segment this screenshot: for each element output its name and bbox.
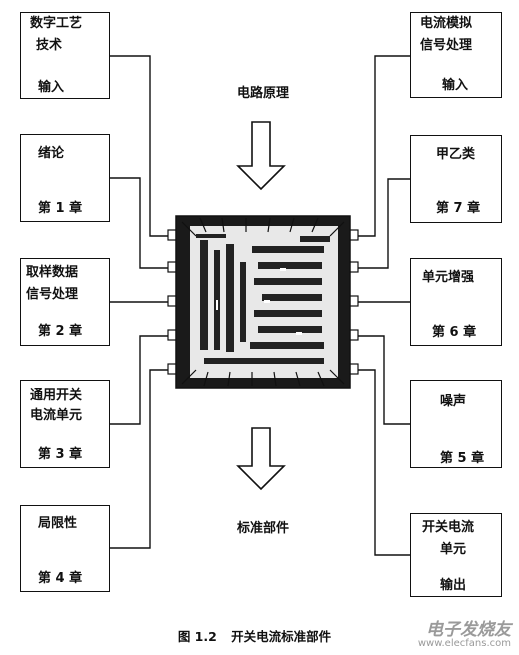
top-center-label: 电路原理 xyxy=(236,86,290,101)
left-box-2-line3: 第 1 章 xyxy=(38,201,83,216)
left-box-1-line1: 数字工艺 xyxy=(30,16,83,31)
box-si-cell-output xyxy=(410,513,502,597)
chip-icon xyxy=(167,215,359,389)
left-box-2-line1: 绪论 xyxy=(38,146,65,161)
box-sampled-data xyxy=(20,258,110,346)
right-box-5-line2: 单元 xyxy=(440,542,467,557)
box-limitations xyxy=(20,505,110,592)
box-cell-enhancement xyxy=(410,258,502,346)
right-box-1-line3: 输入 xyxy=(442,78,469,93)
bottom-center-label: 标准部件 xyxy=(236,521,290,536)
left-box-5-line3: 第 4 章 xyxy=(38,571,83,586)
left-box-4-line1: 通用开关 xyxy=(30,388,83,403)
left-box-1-line3: 输入 xyxy=(38,80,65,95)
left-box-4-line2: 电流单元 xyxy=(30,408,83,423)
watermark-text: 电子发烧友 xyxy=(426,620,511,640)
watermark: 电子发烧友 www.elecfans.com xyxy=(418,615,511,649)
caption-title: 开关电流标准部件 xyxy=(231,629,332,644)
right-box-2-line1: 甲乙类 xyxy=(436,147,476,162)
right-box-3-line1: 单元增强 xyxy=(422,270,475,285)
arrow-bottom-icon xyxy=(236,427,286,491)
left-box-5-line1: 局限性 xyxy=(38,516,78,531)
box-noise xyxy=(410,380,502,468)
right-box-1-line2: 信号处理 xyxy=(420,38,473,53)
left-box-3-line3: 第 2 章 xyxy=(38,324,83,339)
right-box-3-line3: 第 6 章 xyxy=(432,325,477,340)
right-box-5-line1: 开关电流 xyxy=(422,520,475,535)
left-box-3-line1: 取样数据 xyxy=(26,265,79,280)
box-introduction xyxy=(20,134,110,222)
right-box-4-line3: 第 5 章 xyxy=(440,451,485,466)
right-box-2-line3: 第 7 章 xyxy=(436,201,481,216)
box-general-si-cell xyxy=(20,380,110,468)
caption-number: 图 1.2 xyxy=(177,629,217,644)
box-digital-process-input xyxy=(20,12,110,99)
left-box-3-line2: 信号处理 xyxy=(26,287,79,302)
watermark-url: www.elecfans.com xyxy=(417,638,511,649)
box-class-ab xyxy=(410,135,502,223)
left-box-4-line3: 第 3 章 xyxy=(38,447,83,462)
box-current-analog-input xyxy=(410,12,502,98)
right-box-1-line1: 电流模拟 xyxy=(420,16,473,31)
figure-caption: 图 1.2 开关电流标准部件 xyxy=(0,626,519,645)
arrow-top-icon xyxy=(236,121,286,191)
right-box-4-line1: 噪声 xyxy=(440,394,467,409)
left-box-1-line2: 技术 xyxy=(36,38,63,53)
right-box-5-line3: 输出 xyxy=(440,578,467,593)
